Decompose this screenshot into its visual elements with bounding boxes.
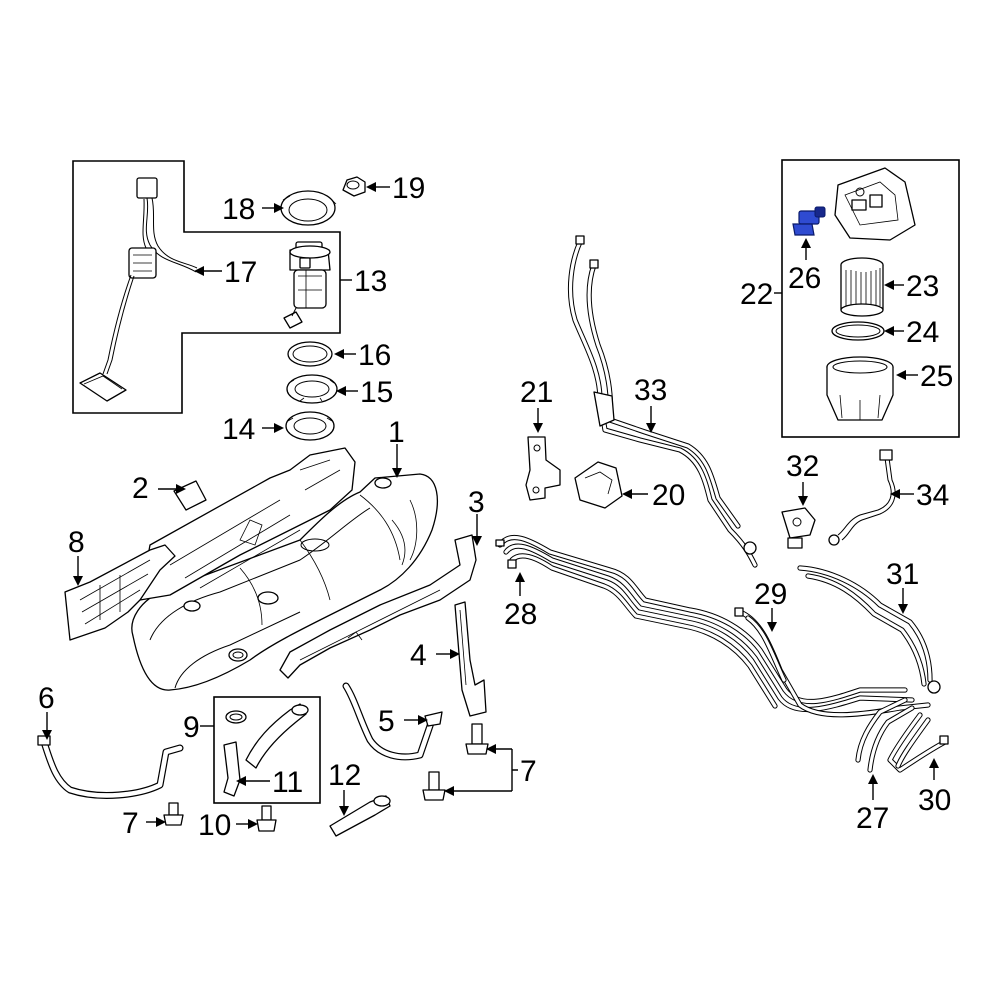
insulator-pad[interactable]	[173, 480, 207, 511]
callout-13: 13	[354, 265, 387, 298]
callout-16: 16	[358, 339, 391, 372]
callout-27: 27	[856, 802, 889, 835]
callout-2: 2	[132, 472, 149, 505]
callout-29: 29	[754, 578, 787, 611]
fuel-return-line[interactable]	[797, 565, 941, 694]
filler-hose[interactable]	[223, 703, 309, 797]
heat-shield-side[interactable]	[64, 544, 176, 641]
callout-33: 33	[634, 374, 667, 407]
callout-18: 18	[222, 193, 255, 226]
callout-28: 28	[504, 598, 537, 631]
vapor-line-upper[interactable]	[567, 235, 758, 568]
bolt-filler[interactable]	[256, 805, 277, 832]
mounting-bracket[interactable]	[525, 436, 561, 501]
fuel-filter-assembly-box	[781, 159, 960, 438]
fuel-filter-housing-head[interactable]	[834, 167, 916, 241]
fuel-pump-sender-box	[72, 160, 341, 414]
vent-valve-cap[interactable]	[342, 176, 366, 197]
fuel-line-main[interactable]	[495, 534, 915, 713]
fuel-line-front[interactable]	[734, 607, 931, 718]
fuel-level-sender[interactable]	[79, 177, 198, 402]
callout-30: 30	[918, 784, 951, 817]
callout-4: 4	[410, 639, 427, 672]
callout-20: 20	[652, 479, 685, 512]
filler-neck-pipe[interactable]	[329, 795, 391, 837]
fuel-tank[interactable]	[131, 473, 438, 691]
tank-strap-left[interactable]	[37, 735, 184, 799]
tank-rear-shield[interactable]	[279, 534, 477, 679]
tank-strap-lower[interactable]	[342, 682, 443, 761]
callout-14: 14	[222, 413, 255, 446]
callout-9: 9	[183, 711, 200, 744]
callout-1: 1	[388, 416, 405, 449]
callout-5: 5	[378, 705, 395, 738]
filter-bowl[interactable]	[826, 356, 894, 421]
filter-o-ring[interactable]	[831, 321, 885, 341]
heat-shield-upper[interactable]	[139, 447, 356, 601]
callout-19: 19	[392, 172, 425, 205]
callout-21: 21	[520, 376, 553, 409]
drain-valve-highlighted[interactable]	[792, 206, 826, 236]
sender-retainer-ring[interactable]	[280, 190, 337, 226]
pump-seal-gasket[interactable]	[287, 341, 333, 367]
tank-strap-vertical[interactable]	[454, 601, 487, 717]
callout-7-right: 7	[520, 755, 537, 788]
callout-25: 25	[920, 360, 953, 393]
callout-15: 15	[360, 376, 393, 409]
bolt-left[interactable]	[163, 802, 184, 826]
bolt-strap-upper[interactable]	[465, 723, 489, 755]
callout-7-left: 7	[122, 807, 139, 840]
fuel-filter-element[interactable]	[840, 257, 884, 317]
callout-8: 8	[68, 526, 85, 559]
fuel-module-bracket[interactable]	[574, 461, 623, 509]
pump-lock-ring[interactable]	[286, 374, 338, 404]
fuel-pump-module[interactable]	[283, 241, 331, 329]
callout-26: 26	[788, 262, 821, 295]
callout-10: 10	[198, 809, 231, 842]
callout-31: 31	[886, 558, 919, 591]
callout-17: 17	[224, 256, 257, 289]
leader-lines	[42, 182, 939, 829]
fuel-line-rear-lower[interactable]	[855, 697, 915, 773]
sender-lock-ring[interactable]	[285, 411, 335, 441]
callout-23: 23	[906, 270, 939, 303]
callout-24: 24	[906, 316, 939, 349]
callout-34: 34	[916, 479, 949, 512]
callout-11: 11	[272, 766, 303, 799]
callout-22: 22	[740, 278, 773, 311]
callout-labels: 1 2 3 4 5 6 7 7 8 9 10 11 12 13 14 15 16…	[38, 172, 953, 842]
filler-pipe-box	[213, 696, 321, 804]
fuel-pressure-sensor[interactable]	[781, 507, 816, 549]
callout-3: 3	[468, 486, 485, 519]
callout-32: 32	[786, 450, 819, 483]
callout-6: 6	[38, 682, 55, 715]
fuel-line-rear-hook[interactable]	[887, 712, 949, 773]
callout-12: 12	[328, 759, 361, 792]
sensor-wiring-harness[interactable]	[828, 449, 896, 546]
bolt-strap-lower[interactable]	[422, 771, 446, 801]
